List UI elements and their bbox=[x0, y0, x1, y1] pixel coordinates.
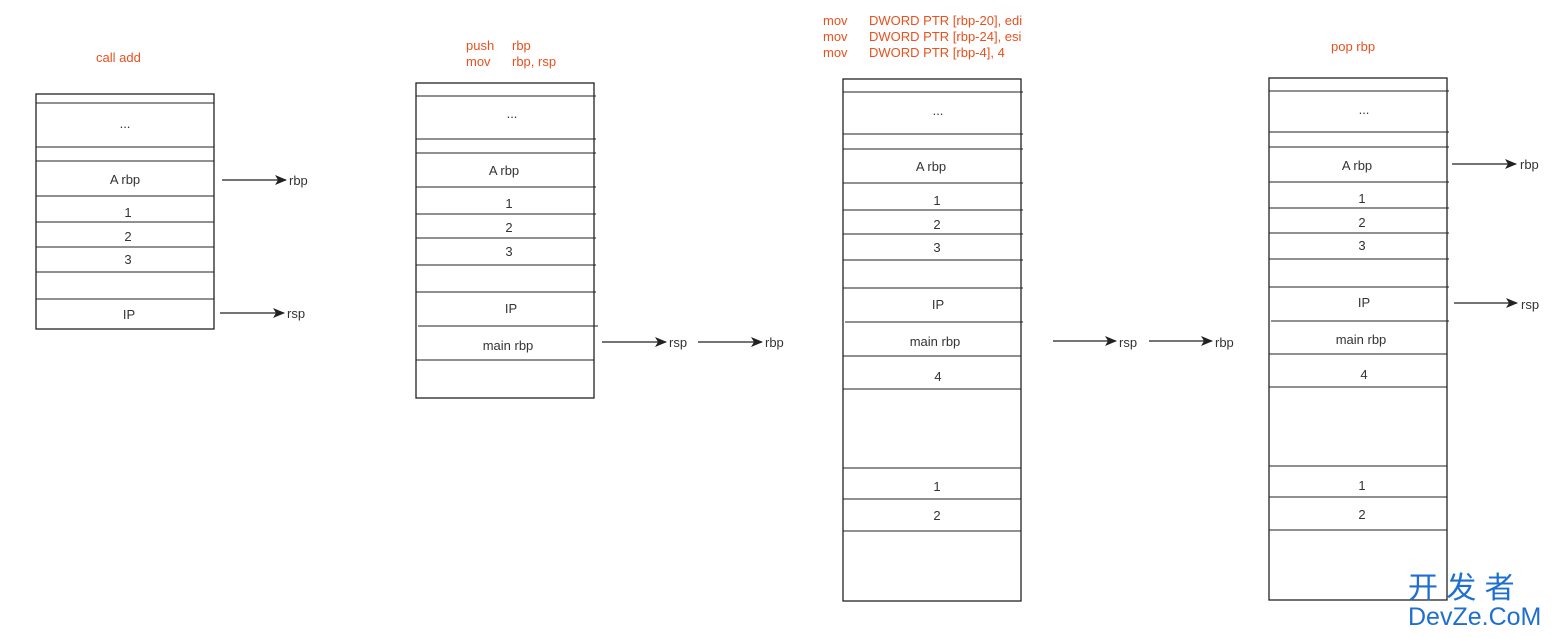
caption-arg: rbp bbox=[512, 38, 531, 53]
stack-cell-ip: IP bbox=[1358, 295, 1370, 310]
rbp-label: rbp bbox=[1215, 335, 1234, 350]
panel-mov-dword: mov DWORD PTR [rbp-20], edi mov DWORD PT… bbox=[823, 13, 1234, 602]
stack-cell-4: 4 bbox=[1360, 367, 1367, 382]
stack-cell-2: 2 bbox=[1358, 215, 1365, 230]
panel-pop-rbp: pop rbp ... A rbp 1 2 3 IP main rbp 4 1 … bbox=[1268, 39, 1539, 601]
stack-cell-ellipsis: ... bbox=[507, 106, 518, 121]
rsp-label: rsp bbox=[669, 335, 687, 350]
caption-call-add: call add bbox=[96, 50, 141, 65]
stack-cell-1: 1 bbox=[933, 193, 940, 208]
stack-cell-3: 3 bbox=[505, 244, 512, 259]
stack-cell-a-rbp: A rbp bbox=[916, 159, 946, 174]
caption-arg: rbp, rsp bbox=[512, 54, 556, 69]
stack-cell-main-rbp: main rbp bbox=[1336, 332, 1387, 347]
rbp-label: rbp bbox=[289, 173, 308, 188]
stack-cell-1: 1 bbox=[124, 205, 131, 220]
stack-cell-2: 2 bbox=[124, 229, 131, 244]
stack-cell-2: 2 bbox=[933, 217, 940, 232]
stack-cell-3: 3 bbox=[1358, 238, 1365, 253]
caption-op: mov bbox=[466, 54, 491, 69]
stack-cell-2: 2 bbox=[933, 508, 940, 523]
caption-op: push bbox=[466, 38, 494, 53]
rbp-label: rbp bbox=[765, 335, 784, 350]
stack-cell-ellipsis: ... bbox=[933, 103, 944, 118]
stack-frame-outline bbox=[415, 82, 595, 399]
caption-arg: DWORD PTR [rbp-24], esi bbox=[869, 29, 1022, 44]
stack-cell-1: 1 bbox=[1358, 478, 1365, 493]
stack-cell-ellipsis: ... bbox=[120, 116, 131, 131]
stack-cell-a-rbp: A rbp bbox=[1342, 158, 1372, 173]
stack-cell-ip: IP bbox=[932, 297, 944, 312]
stack-cell-1: 1 bbox=[933, 479, 940, 494]
stack-cell-3: 3 bbox=[124, 252, 131, 267]
stack-cell-1: 1 bbox=[505, 196, 512, 211]
rsp-label: rsp bbox=[1119, 335, 1137, 350]
stack-cell-ip: IP bbox=[505, 301, 517, 316]
watermark-chinese: 开 发 者 bbox=[1408, 572, 1515, 605]
panel-call-add: call add ... A rbp 1 2 3 IP rbp rsp bbox=[35, 50, 308, 330]
stack-cell-2: 2 bbox=[1358, 507, 1365, 522]
caption-pop-rbp: pop rbp bbox=[1331, 39, 1375, 54]
caption-op: mov bbox=[823, 45, 848, 60]
stack-cell-main-rbp: main rbp bbox=[483, 338, 534, 353]
stack-cell-ip: IP bbox=[123, 307, 135, 322]
watermark-logo: 开 发 者 DevZe.CoM bbox=[1408, 572, 1541, 631]
stack-cell-a-rbp: A rbp bbox=[110, 172, 140, 187]
caption-arg: DWORD PTR [rbp-20], edi bbox=[869, 13, 1022, 28]
stack-cell-2: 2 bbox=[505, 220, 512, 235]
rbp-label: rbp bbox=[1520, 157, 1539, 172]
caption-op: mov bbox=[823, 13, 848, 28]
stack-cell-main-rbp: main rbp bbox=[910, 334, 961, 349]
stack-cell-4: 4 bbox=[934, 369, 941, 384]
stack-frame-outline bbox=[35, 93, 215, 330]
stack-frame-outline bbox=[1268, 77, 1448, 601]
stack-frame-outline bbox=[842, 78, 1022, 602]
rsp-label: rsp bbox=[287, 306, 305, 321]
panel-push-mov: push rbp mov rbp, rsp ... A rbp 1 2 3 IP… bbox=[415, 38, 784, 399]
stack-cell-ellipsis: ... bbox=[1359, 102, 1370, 117]
caption-arg: DWORD PTR [rbp-4], 4 bbox=[869, 45, 1005, 60]
stack-cell-3: 3 bbox=[933, 240, 940, 255]
rsp-label: rsp bbox=[1521, 297, 1539, 312]
caption-op: mov bbox=[823, 29, 848, 44]
watermark-domain: DevZe.CoM bbox=[1408, 603, 1541, 631]
stack-cell-1: 1 bbox=[1358, 191, 1365, 206]
stack-cell-a-rbp: A rbp bbox=[489, 163, 519, 178]
